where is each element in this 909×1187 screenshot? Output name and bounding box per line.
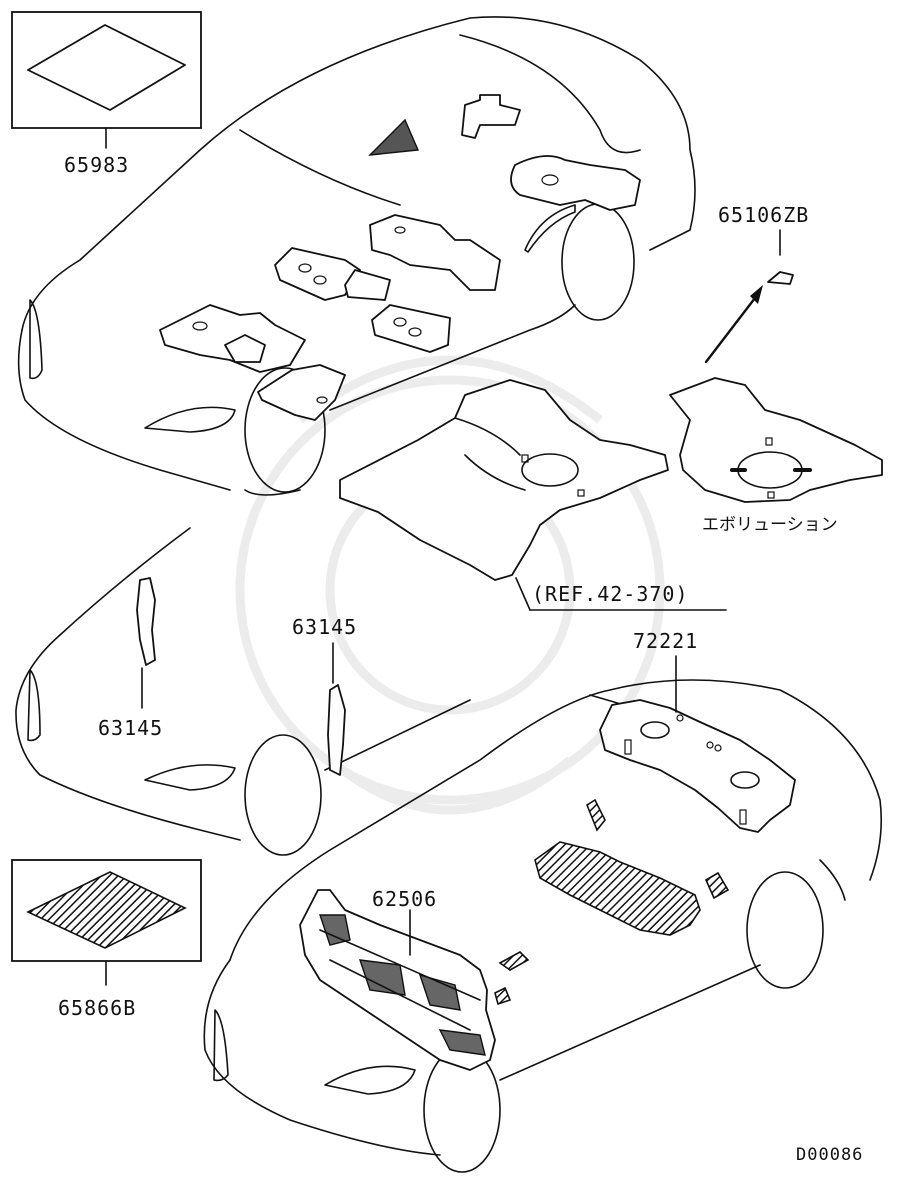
part-72221[interactable]: 72221 [599,629,796,833]
floor-hatched-insulators [494,798,730,1006]
drawing-code: D00086 [796,1145,863,1165]
part-65983-box[interactable]: 65983 [11,11,202,177]
label-65983: 65983 [64,153,129,177]
floor-panel-reference: (REF.42-370) [339,379,727,611]
label-ref: (REF.42-370) [532,582,689,606]
label-65106zb: 65106ZB [718,203,809,227]
label-62506: 62506 [372,887,437,911]
label-65866b: 65866B [58,996,136,1020]
label-63145-left: 63145 [98,716,163,740]
floor-insulator-parts [159,94,641,421]
part-65106zb[interactable]: 65106ZB [704,203,809,364]
label-evolution: エボリューション [702,515,838,535]
car-outline-middle: 63145 63145 [15,527,471,856]
label-63145-right: 63145 [292,615,357,639]
label-72221: 72221 [633,629,698,653]
floor-panel-evolution: エボリューション [669,377,883,535]
part-65866b-box[interactable]: 65866B [11,859,202,1020]
part-62506[interactable]: 62506 [299,887,496,1071]
